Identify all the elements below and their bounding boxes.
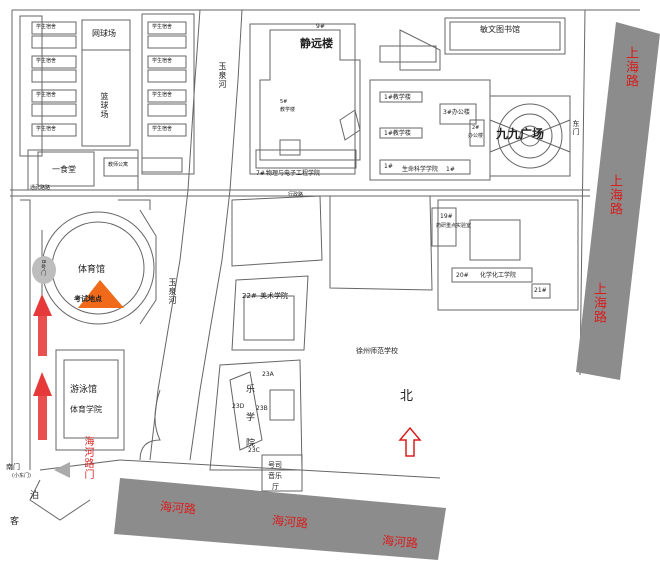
office-building-2-label: 办公楼 [468,133,484,139]
concert-hall-label: 厅 [272,483,279,491]
art-school-label: 美术学院 [260,292,288,300]
office-building-3-label: 3#办公楼 [443,109,470,116]
north-label: 北 [400,389,414,404]
river-label: 玉泉河 [218,62,227,89]
concert-hall-label: 号司 [268,461,282,469]
building-20-number: 20# [456,272,469,279]
office-building-2-number: 2# [472,125,480,131]
dorm-label: 学生宿舍 [36,92,57,98]
dorm-label: 学生宿舍 [152,92,173,98]
road-name-label: 海河路 [381,533,419,551]
north-arrow-icon [398,426,422,457]
road-name-label: 海河路 [159,499,197,517]
teacher-apt-label: 教师公寓 [108,162,129,168]
road-label: 通武路路 [30,185,51,191]
dorm-label: 学生宿舍 [152,58,173,64]
road-name-label: 海河路 [271,513,309,531]
east-gate-label: 东门 [572,120,580,136]
building-7-number: 7# [256,170,265,177]
lab-label: 药研重点实验室 [436,223,472,229]
road-name-label: 上海路 [623,46,638,88]
exam-site-marker-icon [78,280,124,308]
road-name-label: 上海路 [607,174,622,216]
dorm-label: 学生宿舍 [152,24,173,30]
haihe-gate-label: 海河路门 [82,436,93,480]
music-school-label: 学 [246,413,256,423]
campus-road-label: 行政路 [288,192,304,198]
b-gate-marker [32,256,56,284]
building-19-number: 19# [440,213,453,220]
teaching-building-label: 1#教学楼 [384,130,411,137]
river-label: 玉泉河 [168,278,177,305]
building-22-number: 22# [242,292,257,300]
route-arrows [33,294,52,440]
shanghai-road-band [576,22,660,380]
jiujiu-plaza-label: 九九广场 [496,127,545,141]
university-label: 徐州师范学校 [356,347,398,355]
b-gate-label: B号门 [40,260,46,277]
building-23a: 23A [262,371,274,378]
jingyuan-number: 9# [316,23,325,30]
building-5-label: 教学楼 [280,107,296,113]
building-23b: 23B [256,405,268,412]
music-school-label: 院 [246,439,256,449]
building-21-number: 21# [534,287,547,294]
gate-arrow-icon [54,462,70,478]
dorm-label: 学生宿舍 [36,24,57,30]
building-23d: 23D [232,403,245,410]
exam-site-label: 考试地点 [74,295,102,303]
life-science-label: 生命科学学院 [402,166,439,173]
life-science-number: 1# [446,166,455,173]
music-school-label: 乐 [246,385,256,395]
teaching-building-label: 1#教学楼 [384,94,411,101]
dorm-label: 学生宿舍 [36,58,57,64]
pool-label: 游泳馆 [70,385,98,395]
haihe-road-band [114,478,446,560]
dorm-label: 学生宿舍 [152,126,173,132]
basketball-court-label: 篮球场 [100,92,109,119]
dorm-label: 学生宿舍 [36,126,57,132]
library-label: 敏文图书馆 [480,25,520,34]
tennis-court-label: 网球场 [92,29,116,38]
building-5-number: 5# [280,99,288,105]
building-23c: 23C [248,447,260,454]
ke-label: 客 [10,517,20,527]
jingyuan-building-label: 静远楼 [300,37,333,50]
physics-school-label: 物理与电子工程学院 [266,170,321,177]
gymnasium-label: 体育馆 [78,265,106,275]
south-gate-label: 南门 [6,463,20,471]
south-gate-sub-label: (小东门) [12,473,31,479]
canteen-label: 一食堂 [52,165,76,174]
building-1-number: 1# [384,163,393,170]
bo-label: 泊 [30,491,40,501]
concert-hall-label: 音乐 [268,472,282,480]
chemistry-school-label: 化学化工学院 [480,272,517,279]
road-name-label: 上海路 [591,282,606,324]
pe-school-label: 体育学院 [70,405,102,414]
